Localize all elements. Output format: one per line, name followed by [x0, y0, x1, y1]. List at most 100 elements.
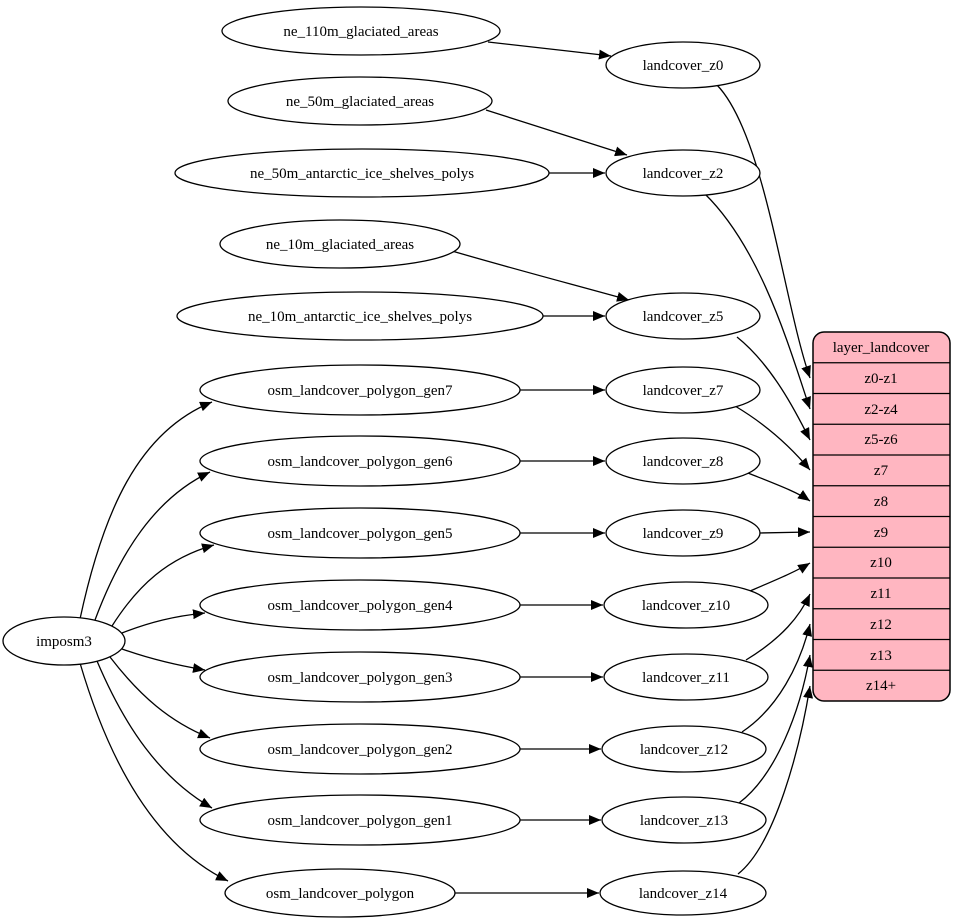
node-ne_50m_glaciated_areas: ne_50m_glaciated_areas [227, 76, 493, 126]
edge-landcover_z12-to-layer_landcover-z12 [741, 623, 813, 733]
node-label: landcover_z13 [640, 813, 728, 829]
edge-landcover_z7-to-layer_landcover-z7 [734, 405, 811, 471]
node-label: osm_landcover_polygon_gen3 [268, 670, 453, 686]
node-osm_landcover_polygon_gen3: osm_landcover_polygon_gen3 [199, 651, 521, 703]
node-ellipse [221, 6, 501, 56]
edge-landcover_z2-to-layer_landcover-z2-z4 [704, 193, 811, 410]
node-landcover_z2: landcover_z2 [605, 149, 761, 197]
node-ellipse [605, 437, 761, 485]
edge-ne_10m_glaciated_areas-to-landcover_z5 [451, 250, 630, 302]
edges-layer [79, 41, 814, 898]
node-label: landcover_z14 [639, 886, 728, 902]
node-landcover_z10: landcover_z10 [603, 581, 769, 629]
node-ellipse [224, 868, 456, 918]
table-row-z0-z1: z0-z1 [864, 371, 897, 387]
node-label: landcover_z12 [640, 742, 728, 758]
edge-imposm3-to-osm_landcover_polygon_gen3 [121, 648, 206, 673]
node-label: ne_10m_glaciated_areas [266, 237, 414, 253]
node-landcover_z13: landcover_z13 [601, 796, 767, 844]
node-ellipse [603, 581, 769, 629]
node-ellipse [227, 76, 493, 126]
edge-landcover_z14-to-layer_landcover-z14plus [737, 685, 814, 875]
node-label: landcover_z10 [642, 598, 730, 614]
node-ellipse [199, 507, 521, 559]
table-title: layer_landcover [833, 340, 930, 356]
node-ellipse [605, 292, 761, 340]
edge-landcover_z5-to-layer_landcover-z5-z6 [736, 336, 811, 441]
node-label: osm_landcover_polygon_gen4 [268, 598, 453, 614]
node-ne_50m_antarctic_ice_shelves_polys: ne_50m_antarctic_ice_shelves_polys [174, 148, 550, 198]
node-landcover_z8: landcover_z8 [605, 437, 761, 485]
node-ellipse [603, 653, 769, 701]
node-label: landcover_z0 [643, 58, 724, 74]
node-ellipse [199, 579, 521, 631]
edge-ne_50m_glaciated_areas-to-landcover_z2 [485, 109, 628, 157]
node-osm_landcover_polygon_gen6: osm_landcover_polygon_gen6 [199, 435, 521, 487]
node-label: ne_50m_glaciated_areas [286, 94, 434, 110]
table-row-z9: z9 [874, 525, 888, 541]
edge-imposm3-to-osm_landcover_polygon_gen4 [121, 609, 206, 634]
table-row-z8: z8 [874, 494, 888, 510]
edge-imposm3-to-osm_landcover_polygon_gen1 [96, 660, 213, 809]
table-row-z12: z12 [870, 617, 892, 633]
table-row-z7: z7 [874, 463, 889, 479]
node-ne_10m_glaciated_areas: ne_10m_glaciated_areas [219, 219, 461, 269]
node-ellipse [174, 148, 550, 198]
node-label: landcover_z9 [643, 526, 724, 542]
table-row-z5-z6: z5-z6 [864, 432, 898, 448]
node-osm_landcover_polygon_gen4: osm_landcover_polygon_gen4 [199, 579, 521, 631]
table-row-z14plus: z14+ [866, 678, 896, 694]
node-osm_landcover_polygon: osm_landcover_polygon [224, 868, 456, 918]
edge-landcover_z9-to-layer_landcover-z9 [759, 527, 811, 538]
node-ne_110m_glaciated_areas: ne_110m_glaciated_areas [221, 6, 501, 56]
node-ellipse [605, 509, 761, 557]
node-landcover_z7: landcover_z7 [605, 366, 761, 414]
edge-landcover_z0-to-layer_landcover-z0-z1 [716, 84, 811, 379]
node-ellipse [605, 149, 761, 197]
node-ne_10m_antarctic_ice_shelves_polys: ne_10m_antarctic_ice_shelves_polys [176, 291, 544, 341]
node-landcover_z12: landcover_z12 [601, 725, 767, 773]
node-label: osm_landcover_polygon_gen6 [268, 454, 453, 470]
node-label: landcover_z7 [643, 383, 724, 399]
nodes-layer: imposm3 ne_110m_glaciated_areas ne_50m_g… [2, 6, 769, 918]
node-ellipse [2, 616, 126, 666]
table-row-z11: z11 [870, 586, 891, 602]
node-imposm3: imposm3 [2, 616, 126, 666]
node-ellipse [601, 725, 767, 773]
node-osm_landcover_polygon_gen7: osm_landcover_polygon_gen7 [199, 364, 521, 416]
node-label: osm_landcover_polygon_gen1 [268, 813, 453, 829]
node-osm_landcover_polygon_gen2: osm_landcover_polygon_gen2 [199, 723, 521, 775]
node-ellipse [599, 870, 767, 916]
node-label: osm_landcover_polygon_gen7 [268, 383, 453, 399]
node-landcover_z14: landcover_z14 [599, 870, 767, 916]
node-landcover_z0: landcover_z0 [605, 41, 761, 89]
node-ellipse [199, 435, 521, 487]
node-landcover_z11: landcover_z11 [603, 653, 769, 701]
table-row-z13: z13 [870, 648, 892, 664]
edge-imposm3-to-osm_landcover_polygon_gen6 [94, 471, 211, 621]
node-ellipse [605, 41, 761, 89]
node-label: landcover_z5 [643, 309, 724, 325]
node-ellipse [601, 796, 767, 844]
node-osm_landcover_polygon_gen1: osm_landcover_polygon_gen1 [199, 794, 521, 846]
node-label: landcover_z2 [643, 166, 724, 182]
edge-imposm3-to-osm_landcover_polygon [79, 662, 229, 882]
edge-landcover_z10-to-layer_landcover-z10 [749, 562, 811, 592]
node-label: landcover_z11 [642, 670, 730, 686]
node-ellipse [199, 723, 521, 775]
edge-landcover_z13-to-layer_landcover-z13 [738, 654, 813, 804]
node-ellipse [605, 366, 761, 414]
node-ellipse [199, 651, 521, 703]
node-label: osm_landcover_polygon [266, 886, 415, 902]
edge-landcover_z11-to-layer_landcover-z11 [745, 593, 811, 661]
table-row-z10: z10 [870, 555, 892, 571]
node-ellipse [199, 794, 521, 846]
node-label: ne_110m_glaciated_areas [283, 24, 438, 40]
edge-imposm3-to-osm_landcover_polygon_gen2 [109, 656, 211, 739]
node-osm_landcover_polygon_gen5: osm_landcover_polygon_gen5 [199, 507, 521, 559]
node-landcover_z5: landcover_z5 [605, 292, 761, 340]
node-ellipse [176, 291, 544, 341]
edge-ne_110m_glaciated_areas-to-landcover_z0 [487, 41, 612, 60]
